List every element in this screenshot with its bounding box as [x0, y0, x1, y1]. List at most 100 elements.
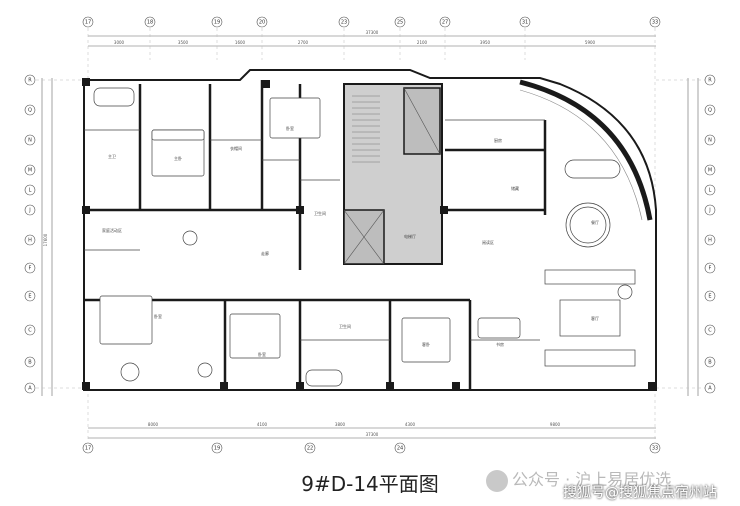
grid-axis-label: E [708, 294, 711, 300]
grid-axis-label: H [28, 238, 32, 244]
grid-axis-marker: 22 [304, 442, 316, 454]
grid-axis-marker: E [704, 290, 716, 302]
watermark-site: 搜狐号@搜狐焦点宿州站 [563, 485, 717, 501]
top-total-dimension: 37300 [366, 30, 379, 35]
grid-axis-label: R [708, 78, 712, 84]
bottom-total-dimension: 37300 [366, 432, 379, 437]
room-label: 厨房 [494, 137, 502, 143]
grid-axis-label: C [708, 328, 712, 334]
grid-axis-label: 25 [397, 20, 403, 26]
top-dimension: 2700 [298, 40, 309, 45]
grid-axis-marker: R [24, 74, 36, 86]
bottom-dimension: 8000 [148, 422, 159, 427]
top-dimension: 3950 [480, 40, 491, 45]
grid-axis-marker: F [24, 262, 36, 274]
wechat-icon [486, 469, 508, 492]
grid-axis-marker: J [24, 204, 36, 216]
grid-axis-label: Q [708, 108, 712, 114]
grid-axis-label: 17 [85, 20, 91, 26]
grid-axis-marker: E [24, 290, 36, 302]
grid-axis-label: A [708, 386, 712, 392]
grid-axis-label: C [28, 328, 32, 334]
top-dimension: 2100 [417, 40, 428, 45]
grid-axis-marker: H [704, 234, 716, 246]
grid-axis-label: M [708, 168, 712, 174]
structural-columns [82, 78, 656, 390]
room-label: 书房 [496, 341, 504, 347]
top-dimension: 1600 [235, 40, 246, 45]
left-grid-axis: R Q N M L J H F E C B A [24, 74, 36, 394]
grid-axis-marker: Q [704, 104, 716, 116]
room-label: 卧室 [258, 351, 266, 357]
room-label: 卧室 [286, 125, 294, 131]
room-label: 卫生间 [339, 323, 351, 329]
grid-axis-marker: C [704, 324, 716, 336]
watermark-account: 公众号 · 沪上易居优选 [486, 466, 671, 492]
grid-axis-marker: 25 [394, 16, 406, 28]
grid-axis-marker: B [704, 356, 716, 368]
room-label: 家庭活动区 [102, 227, 122, 233]
grid-axis-label: B [28, 360, 32, 366]
grid-axis-label: A [28, 386, 32, 392]
furniture [93, 87, 636, 387]
grid-axis-marker: L [704, 184, 716, 196]
grid-axis-label: N [708, 138, 712, 144]
grid-axis-marker: B [24, 356, 36, 368]
grid-axis-label: F [709, 266, 712, 272]
grid-axis-marker: M [704, 164, 716, 176]
grid-axis-marker: H [24, 234, 36, 246]
grid-axis-marker: R [704, 74, 716, 86]
bottom-dimension: 4300 [405, 422, 416, 427]
grid-axis-marker: M [24, 164, 36, 176]
grid-axis-label: 19 [214, 446, 220, 452]
room-label: 衣帽间 [230, 145, 242, 151]
left-total-dimension: 17600 [43, 233, 48, 246]
grid-axis-label: M [28, 168, 32, 174]
grid-axis-label: 17 [85, 446, 91, 452]
grid-axis-label: 23 [341, 20, 347, 26]
grid-axis-label: N [28, 138, 32, 144]
top-dimension: 3500 [178, 40, 189, 45]
room-label: 走廊 [261, 250, 269, 256]
grid-axis-label: J [28, 208, 30, 214]
grid-axis-label: E [28, 294, 31, 300]
room-label: 卫生间 [314, 210, 326, 216]
grid-axis-marker: 27 [439, 16, 451, 28]
grid-axis-marker: 20 [256, 16, 268, 28]
grid-axis-marker: 33 [649, 442, 661, 454]
grid-axis-marker: A [704, 382, 716, 394]
grid-axis-label: Q [28, 108, 32, 114]
grid-axis-marker: J [704, 204, 716, 216]
room-label: 卧室 [154, 313, 162, 319]
grid-axis-marker: A [24, 382, 36, 394]
grid-axis-marker: 24 [394, 442, 406, 454]
grid-axis-label: R [28, 78, 32, 84]
grid-axis-label: 24 [397, 446, 403, 452]
grid-axis-label: L [29, 188, 32, 194]
grid-axis-marker: N [24, 134, 36, 146]
grid-axis-label: 19 [214, 20, 220, 26]
plan-title: 9#D-14平面图 [301, 472, 439, 496]
grid-axis-label: 18 [147, 20, 153, 26]
grid-axis-label: 20 [259, 20, 265, 26]
building-core [343, 83, 443, 265]
grid-axis-marker: L [24, 184, 36, 196]
grid-axis-marker: C [24, 324, 36, 336]
grid-axis-label: B [708, 360, 712, 366]
room-label: 客卧 [422, 341, 430, 347]
room-label: 储藏 [511, 185, 519, 191]
right-grid-axis: R Q N M L J H F E C B A [704, 74, 716, 394]
room-label: 阅读区 [482, 239, 494, 245]
room-label: 电梯厅 [404, 233, 416, 239]
grid-axis-marker: 17 [82, 16, 94, 28]
grid-axis-marker: F [704, 262, 716, 274]
grid-axis-marker: 18 [144, 16, 156, 28]
grid-axis-label: 27 [442, 20, 448, 26]
room-label: 客厅 [591, 315, 599, 321]
grid-axis-marker: 19 [211, 16, 223, 28]
grid-axis-marker: 19 [211, 442, 223, 454]
grid-axis-label: J [708, 208, 710, 214]
grid-axis-marker: 23 [338, 16, 350, 28]
